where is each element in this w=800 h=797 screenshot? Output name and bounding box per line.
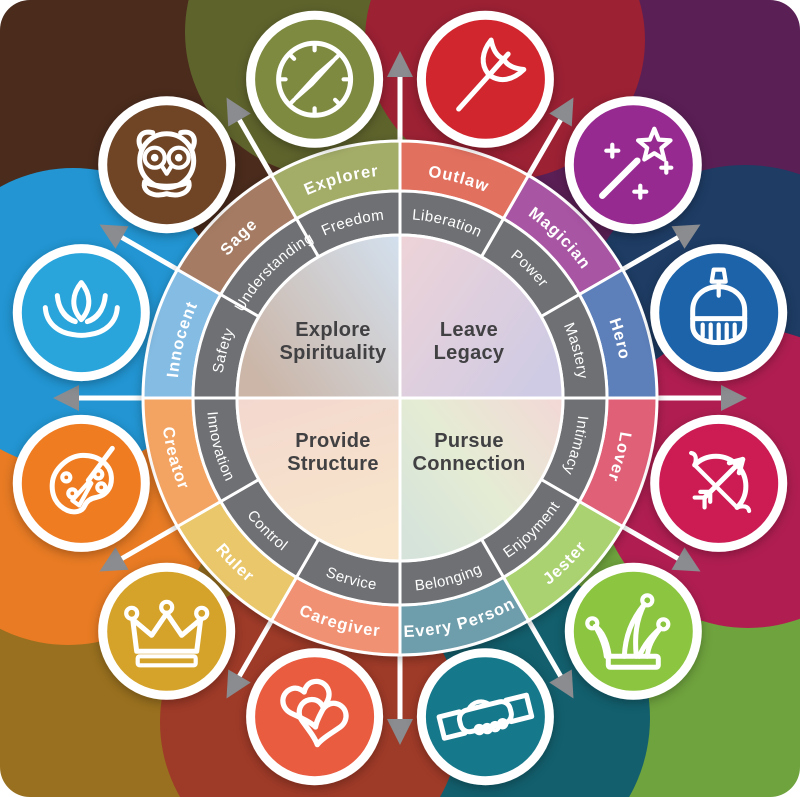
owl-icon <box>136 129 197 198</box>
knight-helmet-icon <box>690 267 748 346</box>
magic-wand-icon <box>599 126 674 200</box>
sage-badge <box>98 96 236 234</box>
archetype-ring <box>141 139 659 657</box>
quadrant-provide-structure <box>235 396 402 563</box>
sector-arrow <box>99 521 184 572</box>
sector-arrow <box>387 650 413 745</box>
sector-arrow <box>226 614 277 699</box>
quadrant-explore-spirituality <box>235 233 402 400</box>
explorer-badge <box>246 10 384 148</box>
icon-badges <box>12 10 788 786</box>
sector-arrow <box>652 385 747 411</box>
caregiver-badge <box>246 648 384 786</box>
sector-arrow <box>387 51 413 146</box>
quadrant-leave-legacy <box>398 233 565 400</box>
bow-arrow-icon <box>689 450 752 514</box>
jester-hat-icon <box>585 593 671 670</box>
quadrant-pursue-connection <box>398 396 565 563</box>
jester-badge <box>564 562 702 700</box>
axe-icon <box>456 37 527 112</box>
innocent-badge <box>12 244 150 382</box>
sector-arrow <box>523 614 574 699</box>
handshake-icon <box>436 692 535 741</box>
sector-arrow <box>99 224 184 275</box>
ruler-badge <box>98 562 236 700</box>
lotus-icon <box>42 280 120 338</box>
hero-badge <box>650 244 788 382</box>
compass-icon <box>276 40 354 118</box>
sector-arrow <box>53 385 148 411</box>
sector-arrow <box>616 521 701 572</box>
every-person-badge <box>416 648 554 786</box>
outlaw-badge <box>416 10 554 148</box>
paint-palette-icon <box>49 445 115 515</box>
creator-badge <box>12 414 150 552</box>
magician-badge <box>564 96 702 234</box>
crown-icon <box>124 599 210 668</box>
center-quadrants <box>235 233 565 563</box>
sector-arrow <box>523 97 574 182</box>
sector-arrow <box>616 224 701 275</box>
sector-arrow <box>226 97 277 182</box>
lover-badge <box>650 414 788 552</box>
sector-spokes <box>53 51 747 745</box>
double-hearts-icon <box>280 678 349 748</box>
